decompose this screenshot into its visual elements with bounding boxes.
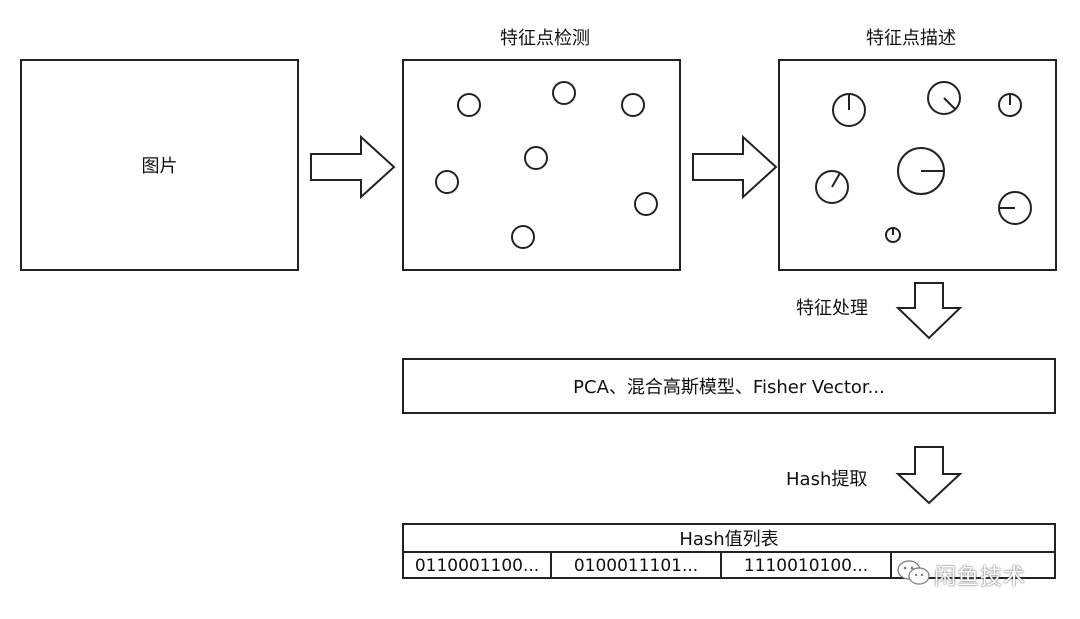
keypoint-circle <box>511 225 535 249</box>
keypoint-circle <box>552 81 576 105</box>
arrow-down-1 <box>895 282 963 340</box>
keypoint-circle <box>634 192 658 216</box>
keypoint-circle <box>457 93 481 117</box>
keypoint-circle <box>435 170 459 194</box>
methods-box: PCA、混合高斯模型、Fisher Vector... <box>402 358 1056 414</box>
keypoint-circle <box>524 146 548 170</box>
detection-title: 特征点检测 <box>500 28 590 49</box>
descriptor-circle <box>927 81 961 115</box>
watermark-text: 闲鱼技术 <box>934 565 1027 590</box>
hash-table-row: 0110001100... 0100011101... 1110010100..… <box>404 553 1054 579</box>
methods-text: PCA、混合高斯模型、Fisher Vector... <box>573 377 885 398</box>
wechat-icon <box>897 560 930 585</box>
hash-extract-label: Hash提取 <box>786 469 868 490</box>
descriptor-circle <box>815 170 849 204</box>
keypoint-circles <box>435 81 658 249</box>
image-label: 图片 <box>141 156 178 177</box>
hash-cell-3: 1110010100... <box>722 553 892 579</box>
hash-table: Hash值列表 0110001100... 0100011101... 1110… <box>402 523 1056 579</box>
arrow-right-2 <box>692 134 778 200</box>
image-box: 图片 <box>20 59 299 271</box>
keypoint-circle <box>621 93 645 117</box>
hash-cell-2: 0100011101... <box>552 553 722 579</box>
hash-table-title: Hash值列表 <box>404 525 1054 553</box>
watermark: 闲鱼技术 <box>896 556 1056 590</box>
arrow-down-2 <box>895 446 963 505</box>
descriptor-circles <box>815 81 1032 243</box>
hash-cell-1: 0110001100... <box>404 553 552 579</box>
feature-processing-label: 特征处理 <box>796 298 868 319</box>
arrow-right-1 <box>310 134 396 200</box>
description-title: 特征点描述 <box>866 28 956 49</box>
